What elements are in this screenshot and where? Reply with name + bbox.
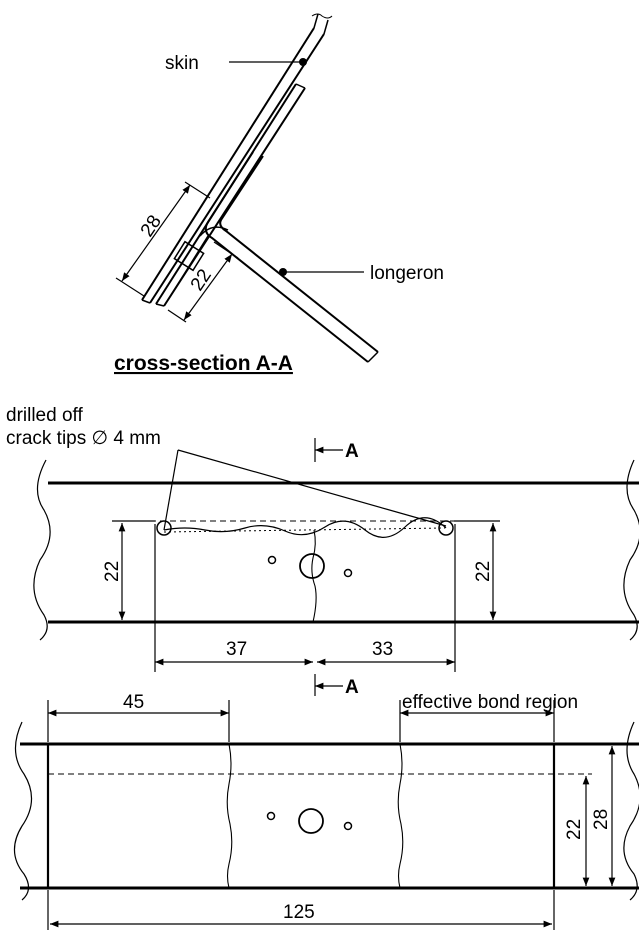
section-marker-top: A: [345, 441, 359, 462]
dim-28-cross: 28: [137, 212, 166, 241]
section-marker-bottom: A: [345, 677, 359, 698]
dim-22-patch: 22: [564, 819, 585, 840]
dim-33: 33: [372, 639, 393, 660]
dim-37: 37: [226, 639, 247, 660]
dim-22-left: 22: [102, 561, 123, 582]
note-drilled-off: drilled off: [6, 405, 83, 426]
cross-section: skin longeron 28 22 cross-section A-A: [114, 13, 444, 375]
effective-bond-region-label: effective bond region: [402, 692, 578, 713]
skin-label: skin: [165, 53, 199, 74]
note-crack-tips: crack tips ∅ 4 mm: [6, 428, 161, 449]
cross-section-title: cross-section A-A: [114, 352, 293, 375]
dim-28-patch: 28: [591, 809, 612, 830]
dim-45: 45: [123, 692, 144, 713]
dim-22-right: 22: [473, 561, 494, 582]
repair-view: drilled off crack tips ∅ 4 mm A A: [6, 405, 639, 698]
longeron-profile: [167, 151, 379, 363]
longeron-label: longeron: [370, 263, 444, 284]
dim-125: 125: [283, 902, 315, 923]
patch-view: 45 effective bond region 22 28 125: [13, 692, 639, 930]
